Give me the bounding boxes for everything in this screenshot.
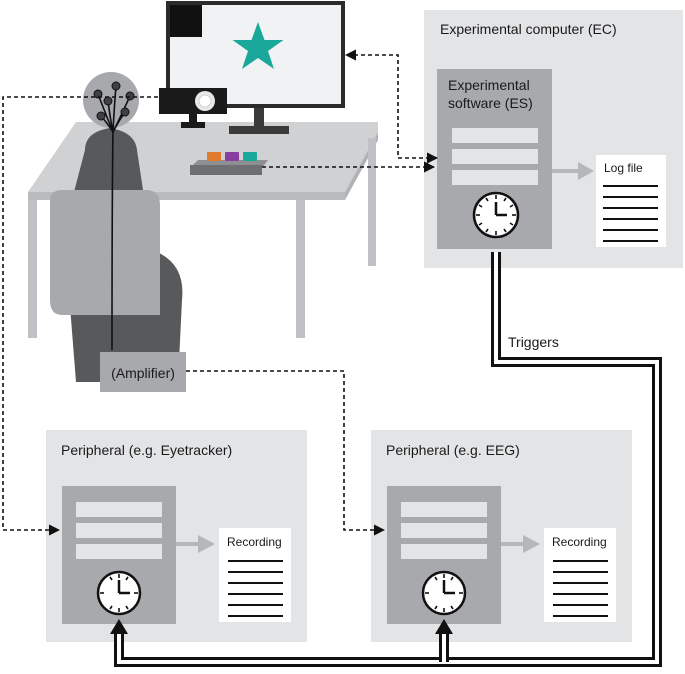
electrode-icon	[111, 81, 121, 91]
eeg-title: Peripheral (e.g. EEG)	[386, 442, 520, 458]
peripheral-eyetracker-panel: Peripheral (e.g. Eyetracker) Recording	[46, 430, 307, 642]
electrode-icon	[120, 107, 130, 117]
response-button-purple	[225, 152, 239, 161]
participant	[50, 72, 183, 382]
amplifier-label: (Amplifier)	[111, 365, 175, 381]
es-to-monitor-link	[344, 49, 439, 164]
response-button-teal	[243, 152, 257, 161]
triggers-label: Triggers	[508, 334, 559, 350]
trigger-cable	[110, 252, 662, 667]
screen-sync-marker	[170, 5, 202, 37]
clock-icon	[472, 191, 520, 239]
amplifier-to-eeg-link	[186, 370, 386, 536]
ec-title: Experimental computer (EC)	[440, 21, 617, 37]
eyetracker-camera-icon	[159, 88, 227, 128]
clock-icon	[96, 570, 142, 616]
electrode-icon	[125, 91, 135, 101]
response-button-orange	[207, 152, 221, 161]
log-file-label: Log file	[604, 161, 643, 175]
log-file	[596, 155, 666, 247]
response-box	[190, 152, 268, 175]
recording-document	[544, 528, 616, 622]
clock-icon	[421, 570, 467, 616]
eyetracker-to-peripheral-link	[2, 96, 158, 536]
electrode-icon	[103, 96, 113, 106]
amplifier-box: (Amplifier)	[100, 352, 186, 392]
star-icon	[232, 22, 284, 69]
eyetracker-title: Peripheral (e.g. Eyetracker)	[61, 442, 232, 458]
eeg-recording-label: Recording	[552, 535, 607, 549]
experimental-computer-panel: Experimental computer (EC) Experimental …	[424, 10, 683, 268]
eyetracker-recording-label: Recording	[227, 535, 282, 549]
recording-document	[219, 528, 291, 622]
es-title-line2: software (ES)	[448, 95, 533, 111]
peripheral-eeg-panel: Peripheral (e.g. EEG) Recording	[371, 430, 632, 642]
electrode-icon	[96, 111, 106, 121]
es-title-line1: Experimental	[448, 77, 530, 93]
electrode-icon	[93, 89, 103, 99]
